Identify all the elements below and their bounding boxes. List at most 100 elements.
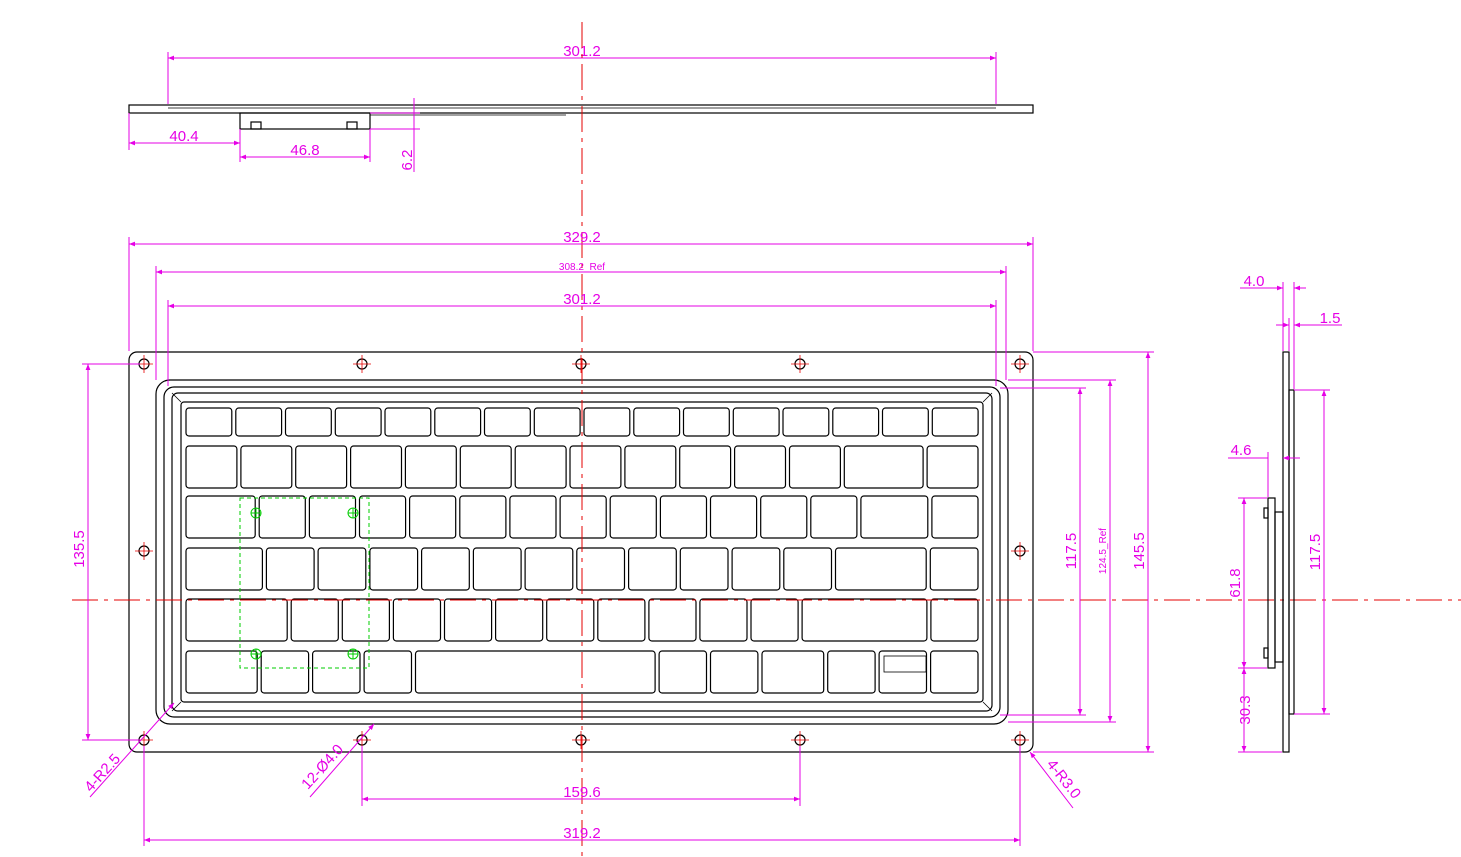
key <box>627 547 677 591</box>
key <box>284 407 332 437</box>
side-bracket <box>1267 497 1276 669</box>
key <box>633 407 681 437</box>
key <box>881 407 929 437</box>
key <box>931 495 979 539</box>
label-left-height: 135.5 <box>71 530 88 568</box>
side-stud-bottom <box>1263 647 1269 659</box>
key <box>624 445 677 489</box>
key <box>878 650 928 694</box>
key <box>731 547 781 591</box>
center-lines <box>72 22 1461 857</box>
key <box>514 445 567 489</box>
leader-holes <box>309 723 375 798</box>
key <box>648 598 697 642</box>
side-view-labels: 4.0 1.5 4.6 117.5 61.8 30.3 <box>1227 273 1340 725</box>
key <box>185 445 238 489</box>
label-bracket-offset: 30.3 <box>1237 695 1254 724</box>
key <box>834 547 927 591</box>
key <box>185 407 233 437</box>
panel-outer <box>128 351 1034 753</box>
key <box>699 598 748 642</box>
key <box>290 598 339 642</box>
side-bracket-inner <box>1274 511 1284 663</box>
stud-cross <box>251 508 358 659</box>
key <box>185 495 256 539</box>
top-view-dimensions <box>128 52 997 172</box>
label-right-inner-height: 117.5 <box>1063 533 1080 569</box>
spacebar-detail <box>883 655 927 673</box>
key <box>788 445 842 489</box>
mounting-hole-icon <box>572 731 590 749</box>
key <box>258 495 306 539</box>
side-plate <box>1282 351 1290 753</box>
key <box>801 598 928 642</box>
bezel-corner-tl <box>171 392 182 403</box>
bezel-corner-tr <box>982 392 993 403</box>
key <box>609 495 657 539</box>
key <box>308 495 357 539</box>
key <box>384 407 432 437</box>
bezel-corner-bl <box>171 701 182 712</box>
key <box>369 547 419 591</box>
key <box>750 598 799 642</box>
key <box>679 445 732 489</box>
mounting-hole-icon <box>1011 355 1029 373</box>
key <box>341 598 390 642</box>
key <box>312 650 361 694</box>
label-ref-width: 308.2_Ref <box>559 262 605 273</box>
key <box>472 547 522 591</box>
label-overall-height: 145.5 <box>1131 532 1148 570</box>
key <box>409 495 457 539</box>
label-side-height: 117.5 <box>1307 534 1324 570</box>
side-view <box>1263 351 1295 753</box>
key <box>185 547 264 591</box>
key <box>495 598 544 642</box>
front-view-dimensions <box>82 237 1154 846</box>
top-view <box>128 104 1034 130</box>
label-overall-width: 329.2 <box>563 229 601 246</box>
key-grid <box>185 407 979 694</box>
key <box>709 650 759 694</box>
key <box>363 650 413 694</box>
label-corner-radius-left: 4-R2.5 <box>81 751 124 796</box>
key <box>576 547 626 591</box>
key <box>483 407 531 437</box>
key <box>265 547 315 591</box>
mounting-hole-icon <box>1011 731 1029 749</box>
label-bracket-height: 6.2 <box>399 150 416 171</box>
label-holes-note: 12-Ø4.0 <box>298 741 347 793</box>
side-view-dimensions <box>1228 282 1342 753</box>
key <box>185 650 258 694</box>
label-hole-spacing: 159.6 <box>563 784 601 801</box>
key <box>658 650 708 694</box>
mounting-hole-icon <box>572 355 590 373</box>
key <box>761 650 825 694</box>
key <box>843 445 924 489</box>
key <box>185 598 288 642</box>
key <box>421 547 470 591</box>
bezel-corner-br <box>982 701 993 712</box>
mounting-hole-icon <box>353 355 371 373</box>
key <box>509 495 557 539</box>
side-stud-top <box>1263 507 1269 519</box>
label-bracket-width: 46.8 <box>290 142 319 159</box>
key <box>295 445 348 489</box>
label-hole-span: 319.2 <box>563 825 601 842</box>
top-bracket-stud-right <box>346 121 358 130</box>
bracket-footprint <box>239 497 370 669</box>
key <box>783 547 833 591</box>
key <box>533 407 581 437</box>
key <box>709 495 758 539</box>
key <box>929 650 979 694</box>
label-total-thickness: 4.0 <box>1244 273 1265 290</box>
label-keyboard-width: 301.2 <box>563 291 601 308</box>
key <box>434 407 482 437</box>
key <box>414 650 656 694</box>
key <box>682 407 730 437</box>
front-view-labels: 329.2 308.2_Ref 301.2 135.5 117.5 124.5_… <box>71 229 1148 842</box>
key <box>760 495 808 539</box>
key <box>926 445 979 489</box>
top-bracket-stud-left <box>250 121 262 130</box>
key <box>350 445 403 489</box>
